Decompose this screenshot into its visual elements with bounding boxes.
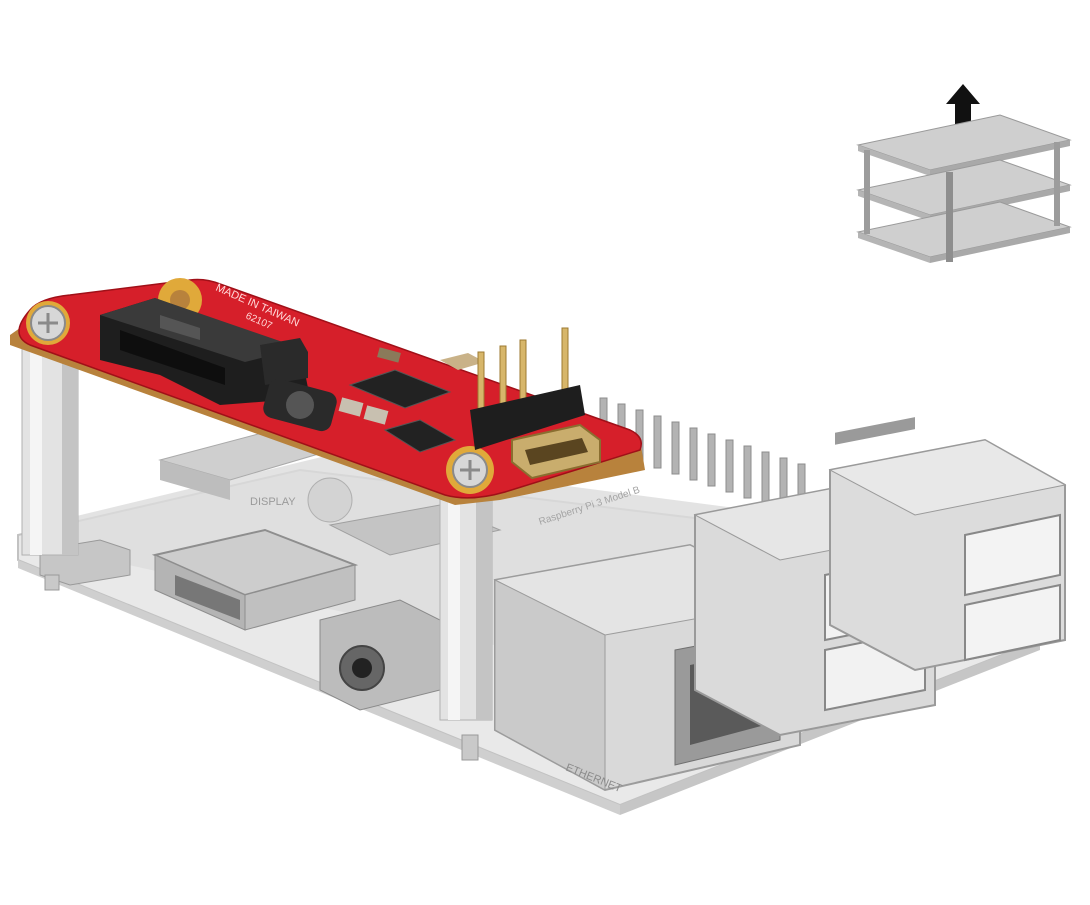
adapter-board: MADE IN TAIWAN 62107 xyxy=(10,278,645,505)
standoffs xyxy=(21,344,493,721)
display-label: DISPLAY xyxy=(250,496,296,508)
base-board: DISPLAY Raspberry Pi 3 Model B xyxy=(17,397,1067,815)
stacked-layers-arrow-up-icon xyxy=(856,84,1072,263)
